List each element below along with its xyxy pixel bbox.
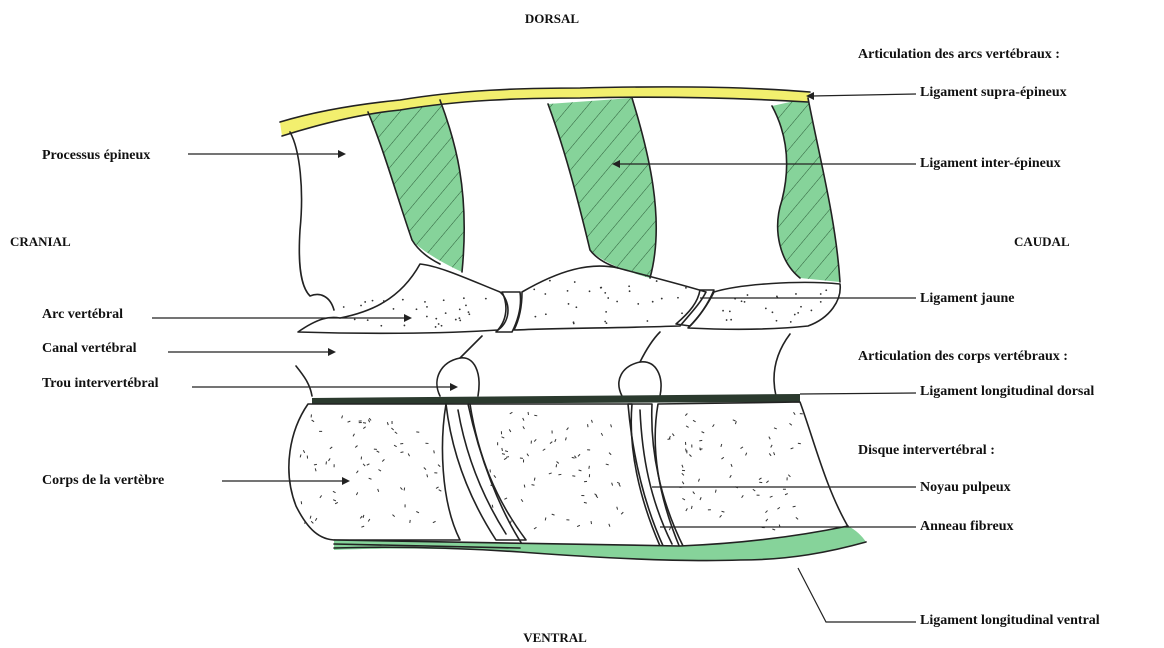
label-ligament-longitudinal-ventral: Ligament longitudinal ventral	[920, 613, 1100, 628]
leader-canal	[168, 348, 336, 356]
leader-corps	[222, 477, 350, 485]
label-arc-vertebral: Arc vertébral	[42, 307, 123, 322]
ventral-longitudinal-ligament	[334, 526, 866, 561]
label-anneau-fibreux: Anneau fibreux	[920, 519, 1013, 534]
leader-inter	[612, 160, 916, 168]
header-articulation-arcs: Articulation des arcs vertébraux :	[858, 47, 1060, 62]
label-canal-vertebral: Canal vertébral	[42, 341, 137, 356]
vertebral-arch	[298, 264, 840, 333]
leader-long-ventral	[798, 568, 916, 622]
dorsal-label: DORSAL	[525, 11, 580, 26]
label-ligament-longitudinal-dorsal: Ligament longitudinal dorsal	[920, 384, 1094, 399]
yellow-ligament	[496, 290, 714, 332]
label-noyau-pulpeux: Noyau pulpeux	[920, 480, 1011, 495]
label-ligament-jaune: Ligament jaune	[920, 291, 1015, 306]
intervertebral-disc	[446, 404, 684, 548]
leader-arc	[152, 314, 412, 322]
header-disque: Disque intervertébral :	[858, 443, 995, 458]
cranial-label: CRANIAL	[10, 234, 71, 249]
label-ligament-supra-epineux: Ligament supra-épineux	[920, 85, 1067, 100]
header-articulation-corps: Articulation des corps vertébraux :	[858, 349, 1068, 364]
label-processus-epineux: Processus épineux	[42, 148, 150, 163]
ventral-label: VENTRAL	[523, 630, 587, 645]
bone-texture	[300, 280, 827, 530]
label-trou-intervertebral: Trou intervertébral	[42, 376, 159, 391]
leader-trou	[192, 383, 458, 391]
inter-spinous-ligament	[368, 98, 840, 282]
label-corps-vertebre: Corps de la vertèbre	[42, 473, 164, 488]
caudal-label: CAUDAL	[1014, 234, 1070, 249]
vertebral-bodies	[289, 402, 850, 548]
leader-long-dorsal	[800, 393, 916, 394]
leader-processus	[188, 150, 346, 158]
leader-supra	[806, 92, 916, 100]
label-ligament-inter-epineux: Ligament inter-épineux	[920, 156, 1061, 171]
supra-spinous-ligament	[280, 87, 810, 136]
